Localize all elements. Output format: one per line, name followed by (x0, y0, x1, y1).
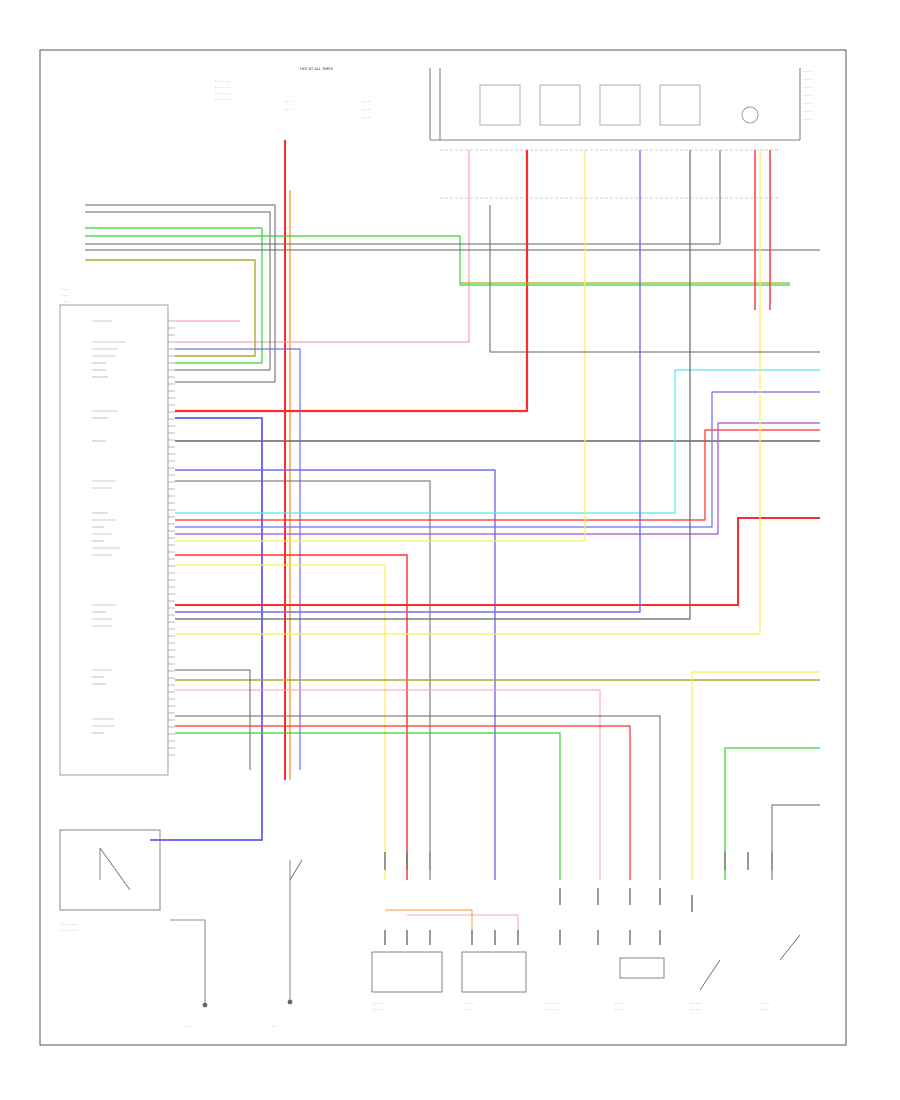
wire-pink-33 (175, 689, 601, 880)
wire-purple-22 (175, 422, 820, 535)
wire-gray-36 (175, 715, 661, 880)
module-pin-labels (92, 320, 126, 734)
svg-text:- - - - - - - -: - - - - - - - - (215, 97, 230, 101)
component-box-4 (59, 829, 161, 911)
svg-text:- - - - - - -: - - - - - - - (545, 1001, 558, 1005)
wire-yellow-23 (175, 150, 586, 542)
svg-text:- - - - - - -: - - - - - - - (372, 1001, 385, 1005)
svg-text:- - - -: - - - - (62, 299, 69, 303)
svg-text:- - - - -: - - - - - (362, 115, 371, 119)
wire-red-37 (175, 725, 631, 880)
svg-text:- - - - - - - -: - - - - - - - - (215, 91, 230, 95)
svg-text:- - - -: - - - - (270, 1024, 277, 1028)
svg-text:- - - - -: - - - - - (760, 1001, 769, 1005)
wire-yellow-25 (175, 564, 386, 880)
top-fuse-box: HOT AT ALL TIMES - - - - - - - - - - - -… (215, 67, 812, 199)
svg-text:- - - -: - - - - (62, 287, 69, 291)
wire-gray-18 (175, 480, 431, 880)
component-box-1 (371, 951, 443, 993)
wire-blue-17 (175, 348, 301, 770)
wire-green-40 (724, 747, 820, 880)
svg-text:- - - -: - - - - (185, 1024, 192, 1028)
svg-text:- - - - -: - - - - - (803, 101, 812, 105)
svg-text:- - - - - - - -: - - - - - - - - (215, 79, 230, 83)
svg-text:- - - - -: - - - - - (803, 109, 812, 113)
svg-text:- - - - - -: - - - - - - (462, 1007, 473, 1011)
wire-gray-35 (175, 669, 251, 770)
svg-text:- - - - - - - - -: - - - - - - - - - (60, 928, 77, 932)
wire-gray-41 (771, 804, 820, 880)
hot-at-all-times-label: HOT AT ALL TIMES (300, 67, 334, 71)
svg-text:- - - -: - - - - (285, 99, 292, 103)
wire-green-8 (85, 227, 263, 364)
wire-pink-4 (175, 150, 470, 343)
wire-blue-14 (150, 417, 263, 841)
svg-text:- - - - - - - -: - - - - - - - - (215, 85, 230, 89)
wire-red-26 (175, 517, 820, 606)
component-box-2 (461, 951, 527, 993)
component-box-3 (619, 957, 665, 979)
svg-text:- - - - -: - - - - - (803, 77, 812, 81)
wire-blue-27 (175, 150, 641, 613)
wire-blue-16 (175, 469, 496, 880)
svg-text:- - - - - -: - - - - - - (690, 1001, 701, 1005)
wire-blue-21 (175, 391, 820, 528)
svg-text:- - - - -: - - - - - (803, 117, 812, 121)
svg-text:- - - - - - - - -: - - - - - - - - - (60, 922, 77, 926)
wire-gray-7 (85, 211, 271, 371)
svg-text:- - - - -: - - - - - (362, 99, 371, 103)
wire-olive-10 (85, 259, 256, 357)
svg-text:- - - - - -: - - - - - - (615, 1007, 626, 1011)
bottom-captions: - - - - - - - - - - - - - - - - - - - - … (60, 922, 769, 1028)
svg-text:- - - - -: - - - - - (803, 69, 812, 73)
wire-red-20 (175, 429, 820, 521)
wire-yellow-29 (175, 150, 761, 635)
svg-text:- - - - - -: - - - - - - (690, 1007, 701, 1011)
svg-text:- - - - -: - - - - - (760, 1007, 769, 1011)
wire-gray-6 (85, 204, 276, 383)
svg-text:- - - - -: - - - - - (803, 93, 812, 97)
svg-text:- - - - - -: - - - - - - (462, 1001, 473, 1005)
control-module-box: - - - - - - - - - - - - (59, 287, 169, 776)
bottom-connectors (384, 852, 773, 945)
svg-text:- - - -: - - - - (285, 107, 292, 111)
svg-text:- - - -: - - - - (62, 293, 69, 297)
svg-text:- - - - -: - - - - - (362, 107, 371, 111)
diagram-frame (39, 49, 847, 1046)
svg-text:- - - - - -: - - - - - - (615, 1001, 626, 1005)
wire-green-38 (175, 732, 561, 880)
wire-red-24 (175, 554, 408, 880)
svg-text:- - - - - - -: - - - - - - - (545, 1007, 558, 1011)
wire-gray-28 (175, 150, 691, 620)
wire-gray-32 (489, 205, 820, 353)
wire-group (85, 140, 820, 940)
wire-pink-43 (407, 914, 519, 940)
wire-gray-13 (85, 150, 721, 245)
svg-text:- - - - - - -: - - - - - - - (372, 1007, 385, 1011)
wire-cyan-19 (175, 369, 820, 514)
bottom-components (59, 829, 801, 1008)
wire-green-9 (85, 235, 790, 286)
svg-text:- - - - -: - - - - - (803, 85, 812, 89)
wire-yellow-39 (691, 671, 820, 880)
wire-red-3 (175, 150, 529, 413)
